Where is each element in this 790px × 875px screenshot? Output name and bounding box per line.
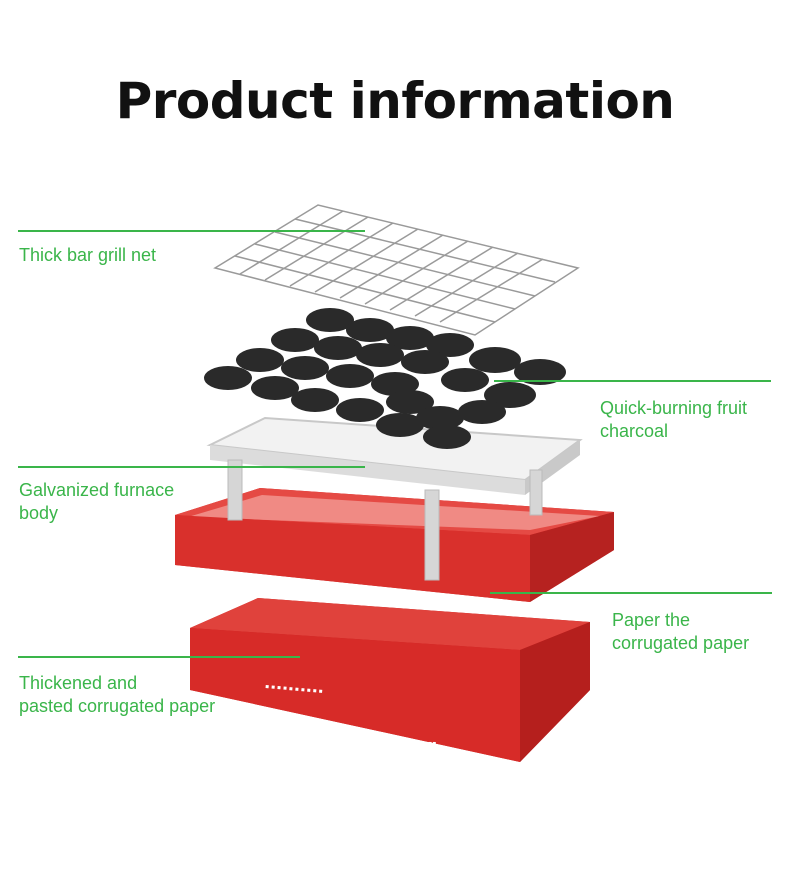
paper-callout-line (490, 592, 772, 594)
charcoal-callout-line (494, 380, 771, 382)
furnace-body (206, 416, 583, 581)
svg-text:▪▪▪▪: ▪▪▪▪ (420, 740, 436, 747)
furnace-label: Galvanized furnace body (19, 480, 175, 523)
paper-label: Paper the corrugated paper (612, 610, 750, 653)
bottom-red-box: ▪ ▪ ▪ ▪ ▪ ▪ ▪ ▪ ▪ ▪ ▪▪▪▪ (190, 598, 590, 762)
thick-paper-label: Thickened and pasted corrugated paper (19, 673, 216, 716)
red-tray (175, 488, 614, 602)
thick-paper-callout-line (18, 656, 300, 658)
page-title: Product information (115, 72, 675, 130)
grill-net-callout-line (18, 230, 365, 232)
charcoal-pile (204, 308, 566, 449)
grill-net-label: Thick bar grill net (19, 245, 157, 265)
grill-net (213, 204, 580, 336)
charcoal-label: Quick-burning fruit charcoal (600, 398, 748, 441)
furnace-callout-line (18, 466, 365, 468)
